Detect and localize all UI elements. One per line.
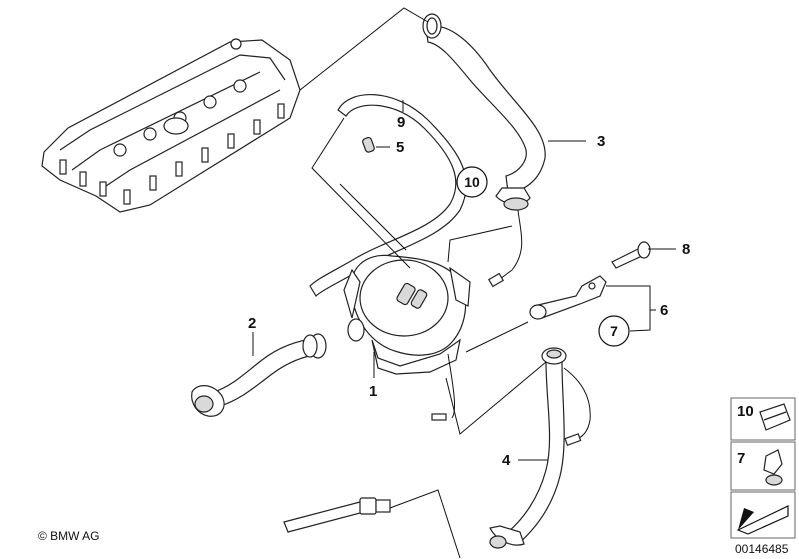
hose-4 [283, 347, 591, 549]
thin-hose-9 [309, 93, 467, 297]
callout-label-2: 2 [248, 315, 256, 332]
hose-2 [191, 333, 327, 417]
bolt-8 [611, 241, 651, 269]
leader-lines [252, 7, 676, 559]
callout-label-3: 3 [597, 133, 605, 150]
clip-10-icon [759, 403, 791, 431]
legend-label-7: 7 [737, 450, 745, 467]
callout-label-7: 7 [610, 323, 618, 339]
oil-separator-1 [343, 254, 471, 421]
cylinder-head-cover [41, 38, 301, 213]
vent-hose-3 [422, 13, 546, 288]
callout-label-4: 4 [502, 452, 511, 469]
legend-panel: 10 7 [730, 397, 796, 539]
callout-label-1: 1 [369, 383, 377, 400]
legend-label-10: 10 [737, 403, 754, 420]
callout-label-10: 10 [464, 174, 480, 190]
callout-label-9: 9 [397, 114, 405, 131]
copyright-label: © BMW AG [38, 529, 100, 543]
diagram-id-label: 00146485 [735, 542, 789, 556]
callout-10-circle: 10 [456, 166, 488, 198]
callout-label-5: 5 [396, 139, 404, 156]
plug-5 [362, 136, 375, 153]
arrow-icon [736, 505, 789, 535]
callout-label-6: 6 [660, 302, 668, 319]
clamp-7-icon [763, 449, 783, 486]
callout-label-8: 8 [682, 241, 690, 258]
callout-7-circle: 7 [598, 315, 630, 347]
bracket-6 [529, 275, 607, 320]
